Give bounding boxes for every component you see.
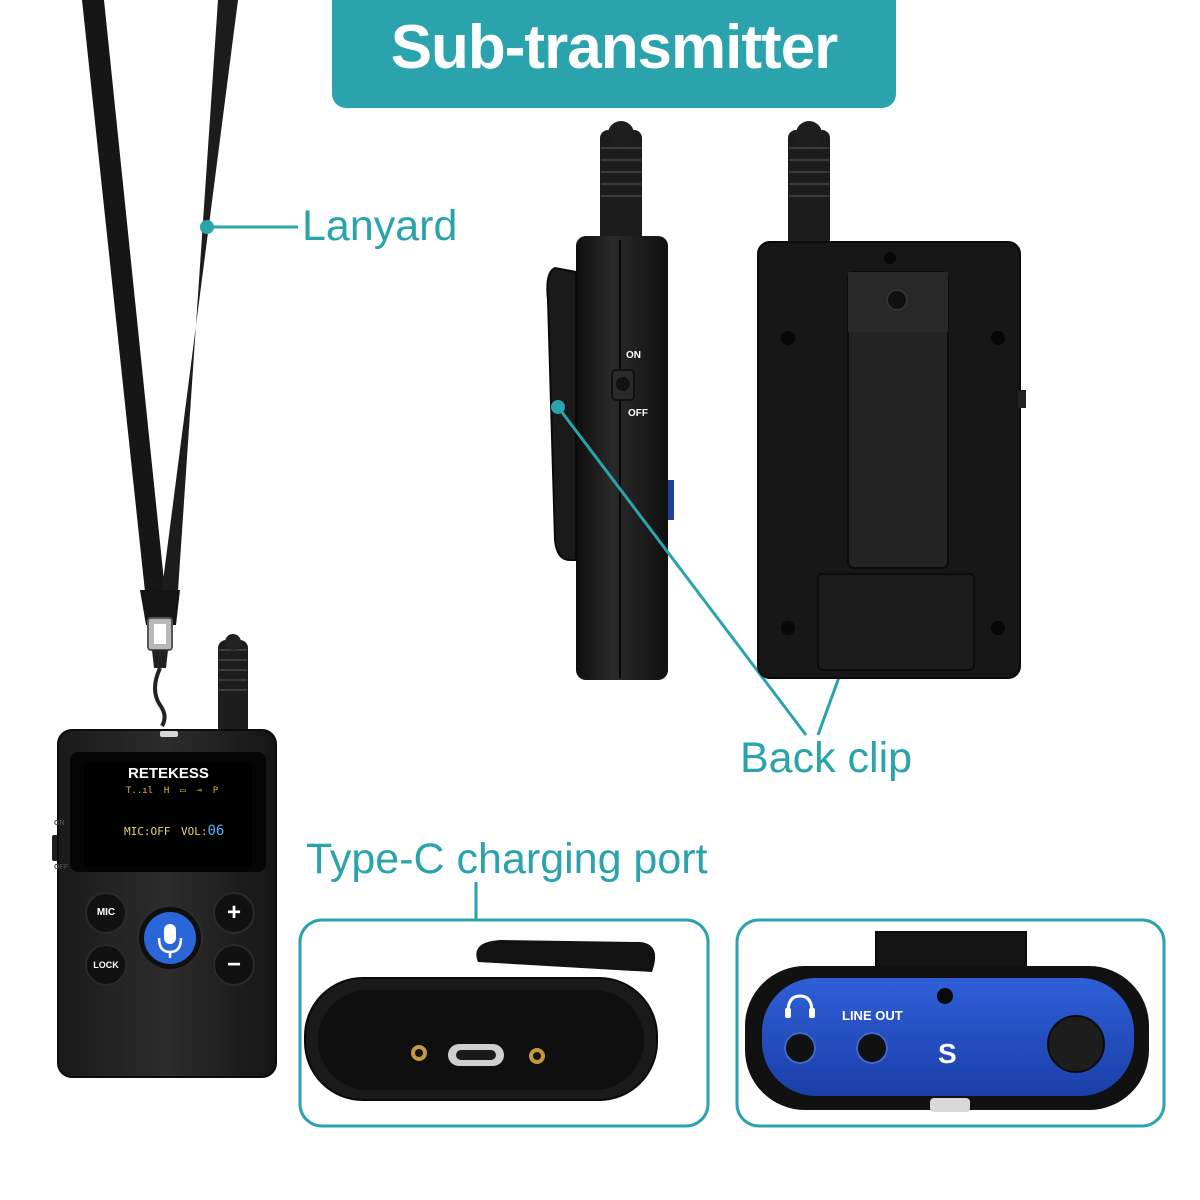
type-c-panel xyxy=(298,918,710,1128)
screen-mic-status: MIC:OFF VOL:06 xyxy=(124,823,224,839)
mic-status-text: MIC:OFF xyxy=(124,825,171,838)
brand-logo: RETEKESS xyxy=(128,765,209,782)
volume-value: 06 xyxy=(207,823,225,839)
title-banner: Sub-transmitter xyxy=(332,0,896,108)
mic-button[interactable]: MIC xyxy=(96,907,116,918)
volume-up-button[interactable]: + xyxy=(226,899,241,926)
volume-label: VOL: xyxy=(180,825,208,838)
front-side-on-label: ON xyxy=(54,820,65,827)
type-c-label: Type-C charging port xyxy=(306,835,708,883)
microphone-icon xyxy=(157,924,183,958)
front-side-off-label: OFF xyxy=(54,864,68,871)
switch-off-label: OFF xyxy=(628,408,648,419)
switch-on-label: ON xyxy=(626,350,641,361)
lanyard xyxy=(82,0,238,728)
sub-transmitter-side xyxy=(546,121,674,680)
lock-button[interactable]: LOCK xyxy=(93,960,119,970)
headphone-icon xyxy=(785,994,815,1018)
line-out-label: LINE OUT xyxy=(842,1008,903,1023)
volume-down-button[interactable]: − xyxy=(226,951,241,978)
talk-button[interactable] xyxy=(138,906,202,970)
lanyard-callout-line xyxy=(200,220,298,234)
lanyard-label: Lanyard xyxy=(302,202,458,250)
screen-status-icons: T..ıl H ▭ ⊸ P xyxy=(126,786,219,796)
sub-transmitter-back xyxy=(757,121,1026,679)
back-clip-label: Back clip xyxy=(740,734,913,782)
ports-panel xyxy=(735,918,1166,1128)
sub-transmitter-front xyxy=(52,634,277,1078)
page-title: Sub-transmitter xyxy=(390,12,839,82)
channel-letter: S xyxy=(938,1038,957,1069)
